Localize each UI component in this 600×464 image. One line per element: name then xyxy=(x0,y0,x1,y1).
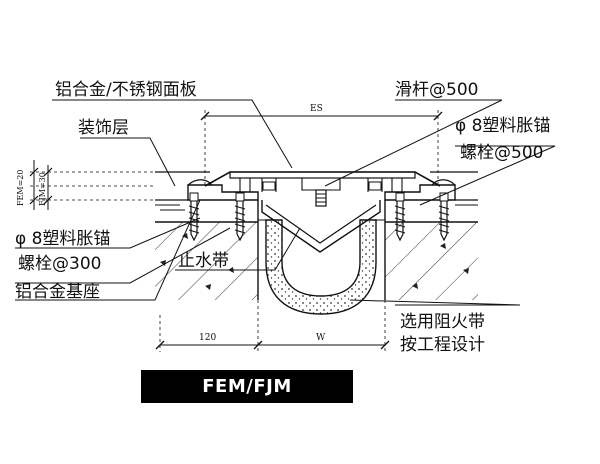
dim-fem-label: FEM=20 xyxy=(16,170,25,206)
label-slide-bar: 滑杆@500 xyxy=(395,80,478,100)
label-fire-band-1: 选用阻火带 xyxy=(400,312,485,332)
label-anchor-left-2: 螺栓@300 xyxy=(18,254,101,274)
label-panel: 铝合金/不锈钢面板 xyxy=(55,80,197,100)
label-anchor-right-1: φ 8塑料胀锚 xyxy=(455,116,550,136)
concrete-slab-left xyxy=(155,200,259,300)
slide-bar xyxy=(315,189,327,207)
anchor-bolt-left-inner xyxy=(234,192,246,242)
label-base-seat: 铝合金基座 xyxy=(15,282,100,302)
dimension-bottom: 120 W xyxy=(155,300,390,352)
anchor-bolt-right-inner xyxy=(394,192,406,242)
anchor-bolt-right-outer xyxy=(438,192,450,242)
concrete-slab-right xyxy=(384,200,478,300)
dim-es-label: ES xyxy=(310,104,323,114)
dim-fjm-label: FJM=30 xyxy=(38,172,47,206)
label-fire-band-2: 按工程设计 xyxy=(400,335,485,355)
cover-panel xyxy=(204,171,441,192)
leader-lines xyxy=(15,99,556,306)
label-anchor-right-2: 螺栓@500 xyxy=(460,143,543,163)
fire-stop-band xyxy=(258,219,385,315)
dimension-fem-fjm: FEM=20 FJM=30 xyxy=(16,160,155,210)
label-anchor-left-1: φ 8塑料胀锚 xyxy=(15,229,110,249)
base-seat-right xyxy=(384,179,456,201)
label-decoration: 装饰层 xyxy=(78,118,129,138)
dim-w-label: W xyxy=(316,333,326,343)
dimension-es: ES xyxy=(200,104,443,186)
product-code-banner: FEM/FJM xyxy=(141,370,353,403)
water-stop-band xyxy=(261,200,381,253)
dim-120-label: 120 xyxy=(199,333,216,343)
label-water-stop: 止水带 xyxy=(178,251,229,271)
